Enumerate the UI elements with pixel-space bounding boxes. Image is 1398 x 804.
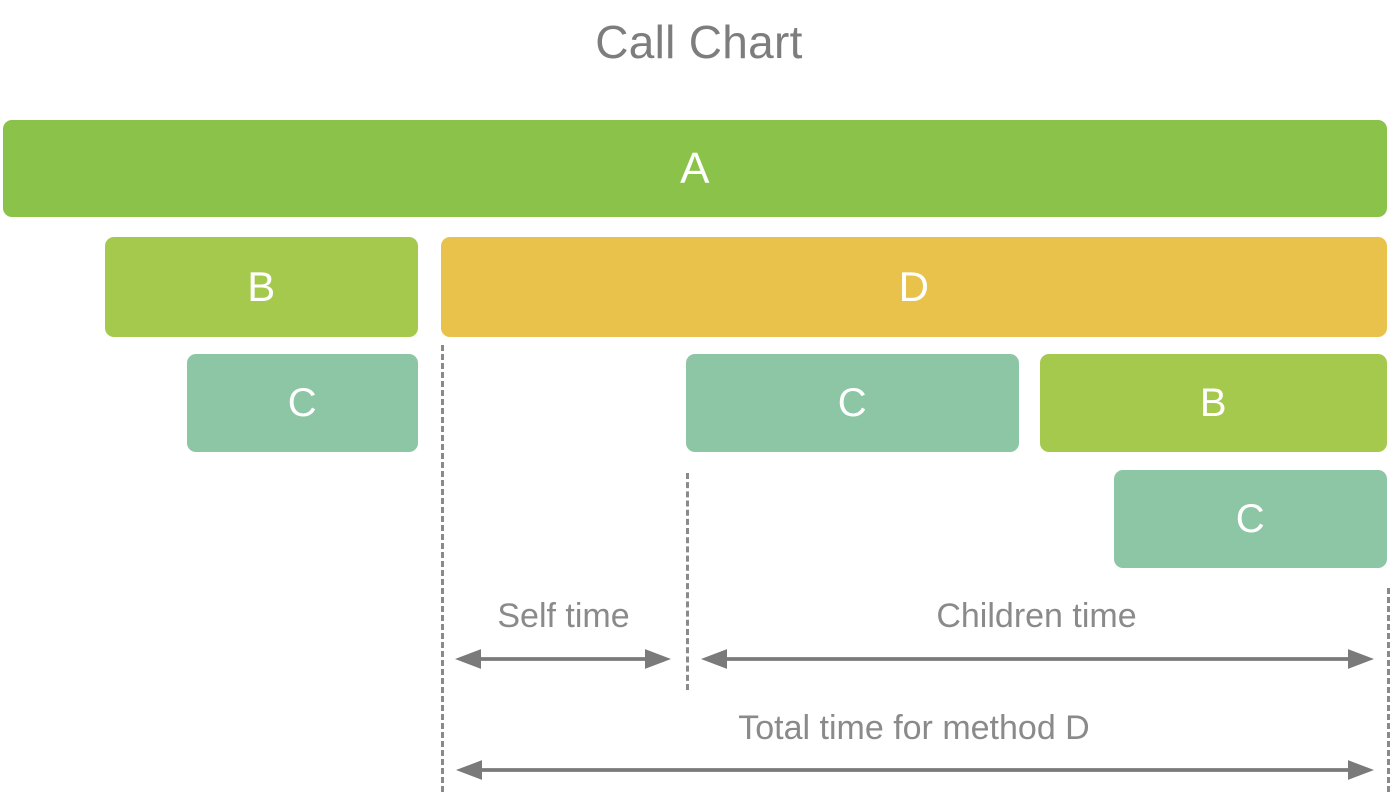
call-bar-label: C [837, 380, 868, 425]
call-bar-bar-a[interactable]: A [3, 120, 1387, 217]
call-bar-label: B [247, 263, 276, 310]
call-bar-label: C [287, 380, 318, 425]
call-bar-bar-b-2[interactable]: B [1040, 354, 1387, 452]
call-bar-bar-c-3[interactable]: C [1114, 470, 1387, 568]
annotation-label-self-time: Self time [497, 597, 630, 635]
guide-line-guide-d-end [1387, 588, 1390, 792]
call-bar-label: C [1235, 496, 1266, 541]
annotation-label-total-time: Total time for method D [738, 709, 1090, 747]
annotation-arrow-children-time [701, 647, 1374, 671]
annotation-arrow-self-time [455, 647, 671, 671]
guide-line-guide-d-start [441, 345, 444, 792]
call-bar-bar-c-1[interactable]: C [187, 354, 418, 452]
annotation-label-children-time: Children time [936, 597, 1137, 635]
page-title: Call Chart [595, 16, 803, 68]
call-bar-label: B [1199, 380, 1228, 425]
annotation-arrow-total-time [456, 758, 1374, 782]
call-bar-bar-c-2[interactable]: C [686, 354, 1019, 452]
call-bar-label: D [898, 263, 930, 310]
call-bar-bar-d[interactable]: D [441, 237, 1387, 337]
guide-line-guide-self-end [686, 473, 689, 690]
call-bar-label: A [680, 143, 710, 193]
call-bar-bar-b-1[interactable]: B [105, 237, 418, 337]
